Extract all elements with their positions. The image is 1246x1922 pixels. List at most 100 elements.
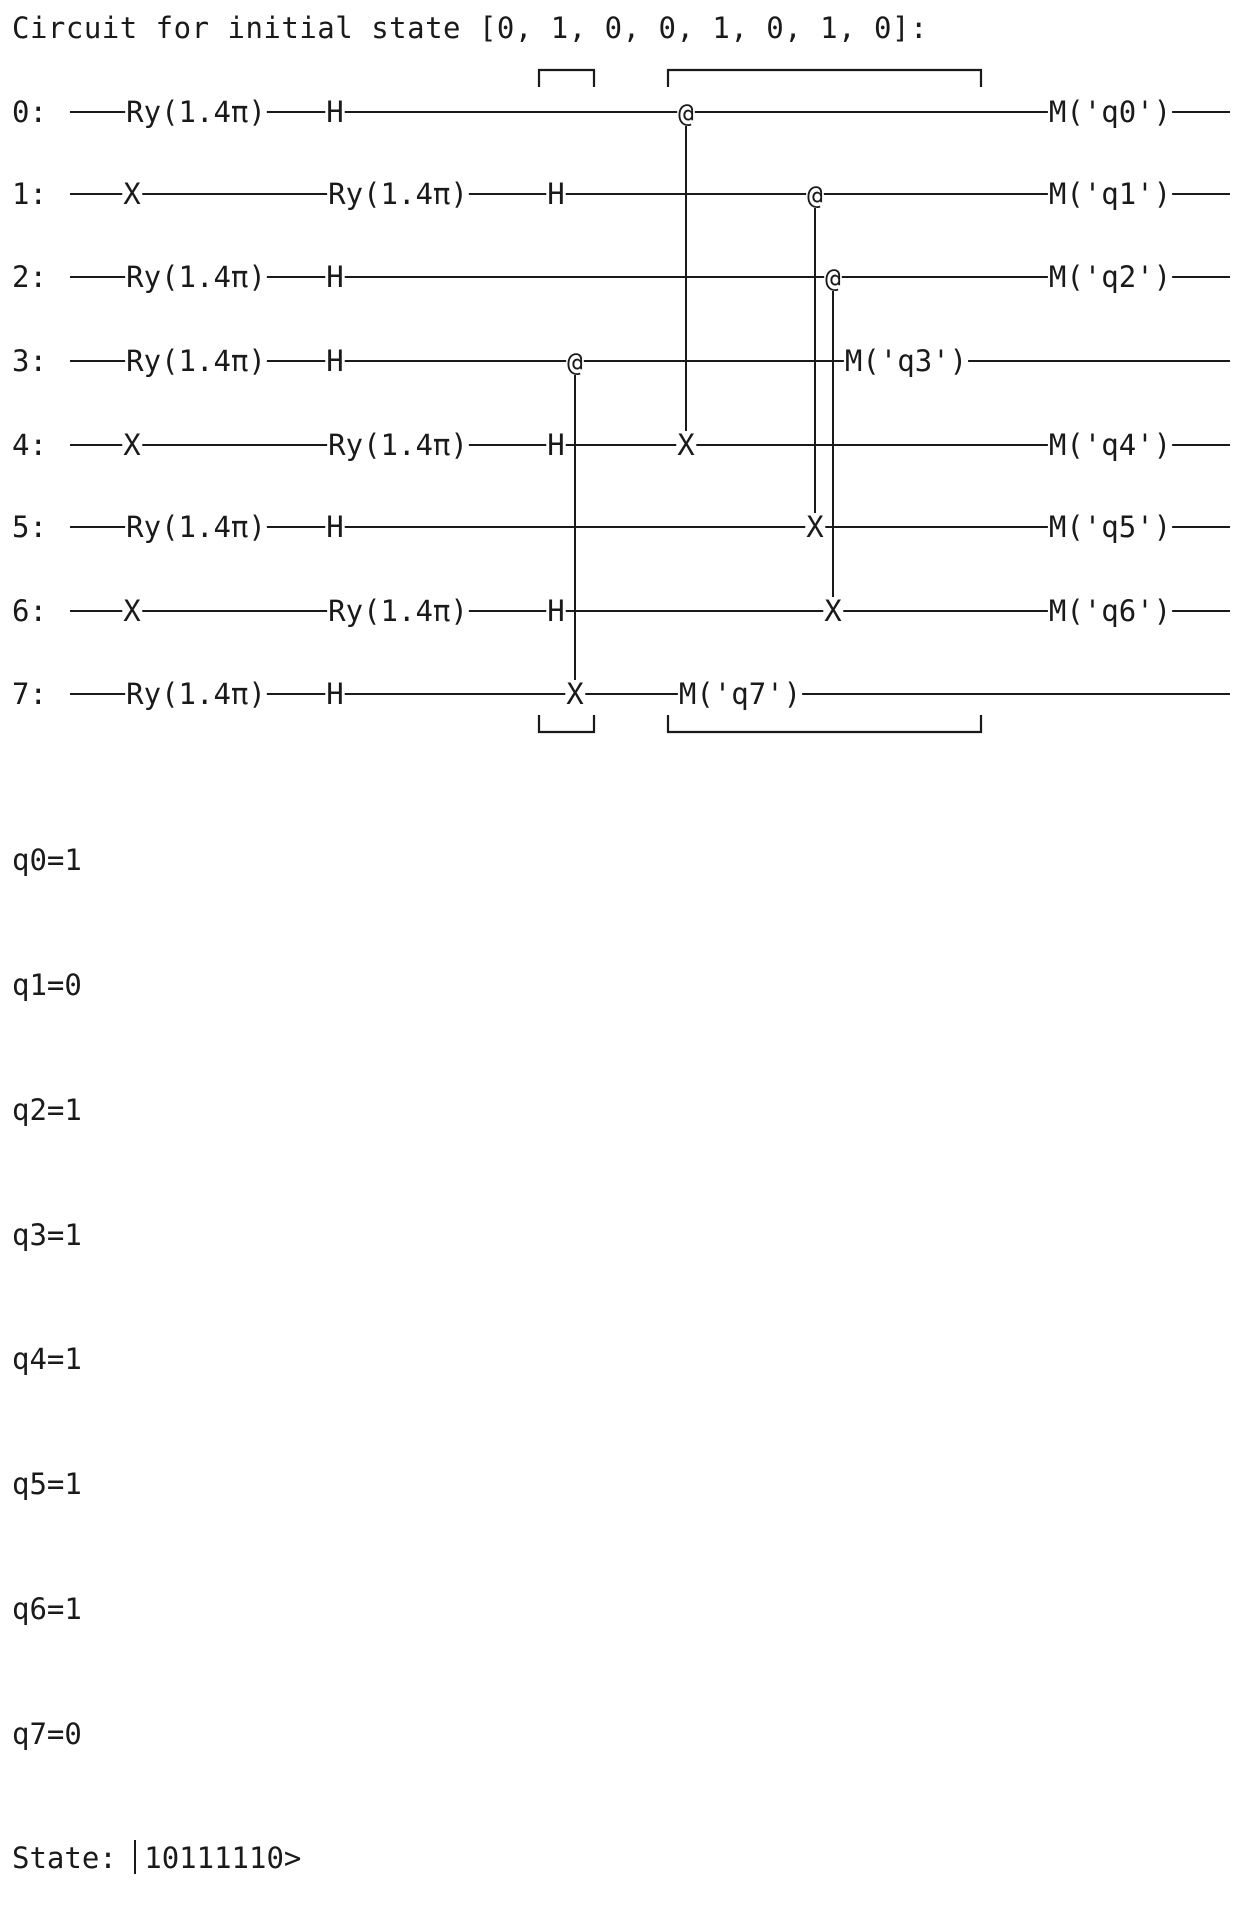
target-q7: X (566, 677, 584, 711)
target-q6-bg (823, 597, 844, 625)
measure-q3-bg (843, 347, 969, 375)
entangling-connectors (574, 126, 834, 680)
result-line-q1: q1=0 (12, 967, 82, 1002)
bracket-bottom-1 (537, 715, 596, 734)
measure-q5: M('q5') (1049, 510, 1171, 544)
state-value: 10111110> (144, 1841, 302, 1876)
x-gate-q6-bg (122, 597, 143, 625)
qubit-label-1: 1: (12, 177, 47, 211)
measure-q7-bg (677, 680, 803, 708)
control-q3-bg (566, 347, 584, 375)
ry-gate-q4-b-bg (327, 431, 469, 459)
h-gate-q5-bg (325, 513, 345, 541)
h-gate-q1-b-bg (546, 180, 566, 208)
qubit-label-2: 2: (12, 260, 47, 294)
h-gate-q6-b: H (547, 594, 564, 628)
h-gate-q0: H (326, 95, 343, 129)
state-label: State: (12, 1841, 117, 1876)
measure-q5-bg (1047, 513, 1173, 541)
bracket-bottom-2 (666, 715, 983, 734)
ry-gate-q7-bg (125, 680, 267, 708)
state-line: State: 10111110> (12, 1838, 301, 1880)
x-gate-q4-bg (122, 431, 143, 459)
measure-q4-bg (1047, 431, 1173, 459)
control-q0-bg (677, 98, 695, 126)
result-line-q0: q0=1 (12, 843, 82, 878)
x-gate-q1: X (123, 177, 141, 211)
control-q3: @ (567, 348, 583, 378)
ry-gate-q6-b-bg (327, 597, 469, 625)
ry-gate-q6-b: Ry(1.4π) (328, 594, 468, 628)
qubit-label-5: 5: (12, 510, 47, 544)
result-line-q4: q4=1 (12, 1342, 82, 1377)
qubit-labels: 0: 1: 2: 3: 4: 5: 6: 7: (12, 95, 47, 711)
measure-q2-bg (1047, 263, 1173, 291)
qubit-label-3: 3: (12, 344, 47, 378)
result-line-q3: q3=1 (12, 1217, 82, 1252)
measure-q7: M('q7') (679, 677, 801, 711)
h-gate-q1-b: H (547, 177, 564, 211)
gate-symbols: Ry(1.4π) Ry(1.4π) Ry(1.4π) Ry(1.4π) Ry(1.4π)… (122, 95, 1173, 711)
h-gate-q2: H (326, 260, 343, 294)
ry-gate-q3: Ry(1.4π) (126, 344, 266, 378)
target-q4: X (677, 428, 695, 462)
h-gate-q5: H (326, 510, 343, 544)
circuit-diagram: 0:1:2:3:4:5:6:7: Ry(1.4π)Ry(1.4π)Ry(1.4π… (12, 68, 1230, 734)
control-q0: @ (678, 99, 694, 129)
x-gate-q1-bg (122, 180, 143, 208)
h-gate-q4-b-bg (546, 431, 566, 459)
ry-gate-q2: Ry(1.4π) (126, 260, 266, 294)
measure-q1-bg (1047, 180, 1173, 208)
qubit-label-4: 4: (12, 428, 47, 462)
result-line-q6: q6=1 (12, 1591, 82, 1626)
target-q5: X (806, 510, 824, 544)
ry-gate-q0: Ry(1.4π) (126, 95, 266, 129)
measure-q0-bg (1047, 98, 1173, 126)
ry-gate-q0-bg (125, 98, 267, 126)
moment-brackets (537, 68, 983, 734)
ry-gate-q4-b: Ry(1.4π) (328, 428, 468, 462)
measure-q6: M('q6') (1049, 594, 1171, 628)
h-gate-q6-b-bg (546, 597, 566, 625)
qubit-label-0: 0: (12, 95, 47, 129)
qubit-label-7: 7: (12, 677, 47, 711)
control-q2: @ (825, 264, 841, 294)
target-q4-bg (676, 431, 697, 459)
bracket-top-2 (666, 68, 983, 87)
measure-q2: M('q2') (1049, 260, 1171, 294)
control-q2-bg (824, 263, 842, 291)
x-gate-q6: X (123, 594, 141, 628)
measure-q4: M('q4') (1049, 428, 1171, 462)
ry-gate-q3-bg (125, 347, 267, 375)
target-q7-bg (565, 680, 586, 708)
bracket-top-1 (537, 68, 596, 87)
h-gate-q0-bg (325, 98, 345, 126)
ry-gate-q2-bg (125, 263, 267, 291)
result-line-q5: q5=1 (12, 1467, 82, 1502)
measure-q1: M('q1') (1049, 177, 1171, 211)
h-gate-q3-bg (325, 347, 345, 375)
measure-q0: M('q0') (1049, 95, 1171, 129)
result-line-q2: q2=1 (12, 1092, 82, 1127)
h-gate-q2-bg (325, 263, 345, 291)
target-q5-bg (805, 513, 826, 541)
measurement-results: q0=1 q1=0 q2=1 q3=1 q4=1 q5=1 q6=1 q7=0 … (12, 757, 301, 1922)
result-line-q7: q7=0 (12, 1716, 82, 1751)
measure-q6-bg (1047, 597, 1173, 625)
h-gate-q7-bg (325, 680, 345, 708)
ry-gate-q5: Ry(1.4π) (126, 510, 266, 544)
ry-gate-q5-bg (125, 513, 267, 541)
h-gate-q3: H (326, 344, 343, 378)
circuit-header: Circuit for initial state [0, 1, 0, 0, 1… (12, 11, 928, 45)
qubit-label-6: 6: (12, 594, 47, 628)
x-gate-q4: X (123, 428, 141, 462)
ket-bar (134, 1840, 137, 1875)
control-q1: @ (807, 181, 823, 211)
h-gate-q7: H (326, 677, 343, 711)
target-q6: X (824, 594, 842, 628)
ry-gate-q1-b-bg (327, 180, 469, 208)
ry-gate-q1-b: Ry(1.4π) (328, 177, 468, 211)
ry-gate-q7: Ry(1.4π) (126, 677, 266, 711)
h-gate-q4-b: H (547, 428, 564, 462)
measure-q3: M('q3') (845, 344, 967, 378)
